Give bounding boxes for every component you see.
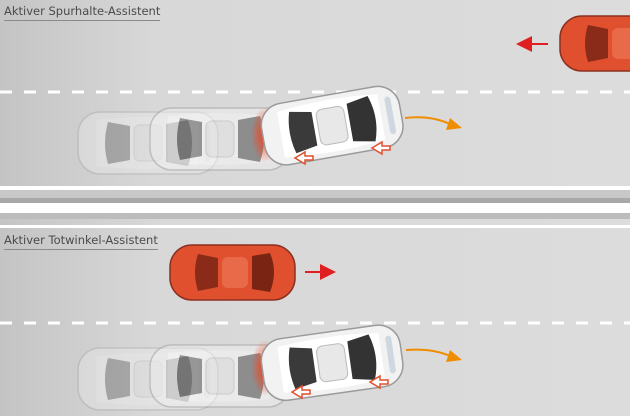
divider-stripe-2	[0, 213, 630, 219]
steer-arrowhead-icon	[446, 350, 462, 362]
divider-stripe	[0, 198, 630, 203]
steer-arrow-icon	[404, 116, 451, 125]
divider-white	[0, 203, 630, 213]
blind-spot-car	[169, 244, 296, 301]
brake-arrow-icon	[368, 374, 389, 390]
lane-edge-bottom	[0, 225, 630, 228]
oncoming-car	[559, 15, 630, 72]
lane-edge-top	[0, 186, 630, 190]
steer-arrowhead-icon	[446, 118, 462, 130]
panel-title-blind-spot: Aktiver Totwinkel-Assistent	[4, 233, 158, 250]
brake-arrow-icon	[290, 384, 311, 400]
steer-arrow-icon	[405, 348, 451, 357]
brake-arrow-icon	[293, 150, 314, 166]
panel-title-lane-keeping: Aktiver Spurhalte-Assistent	[4, 4, 161, 21]
brake-arrow-icon	[370, 140, 391, 156]
divider	[0, 190, 630, 198]
lane-edge-bottom-2	[0, 416, 630, 420]
